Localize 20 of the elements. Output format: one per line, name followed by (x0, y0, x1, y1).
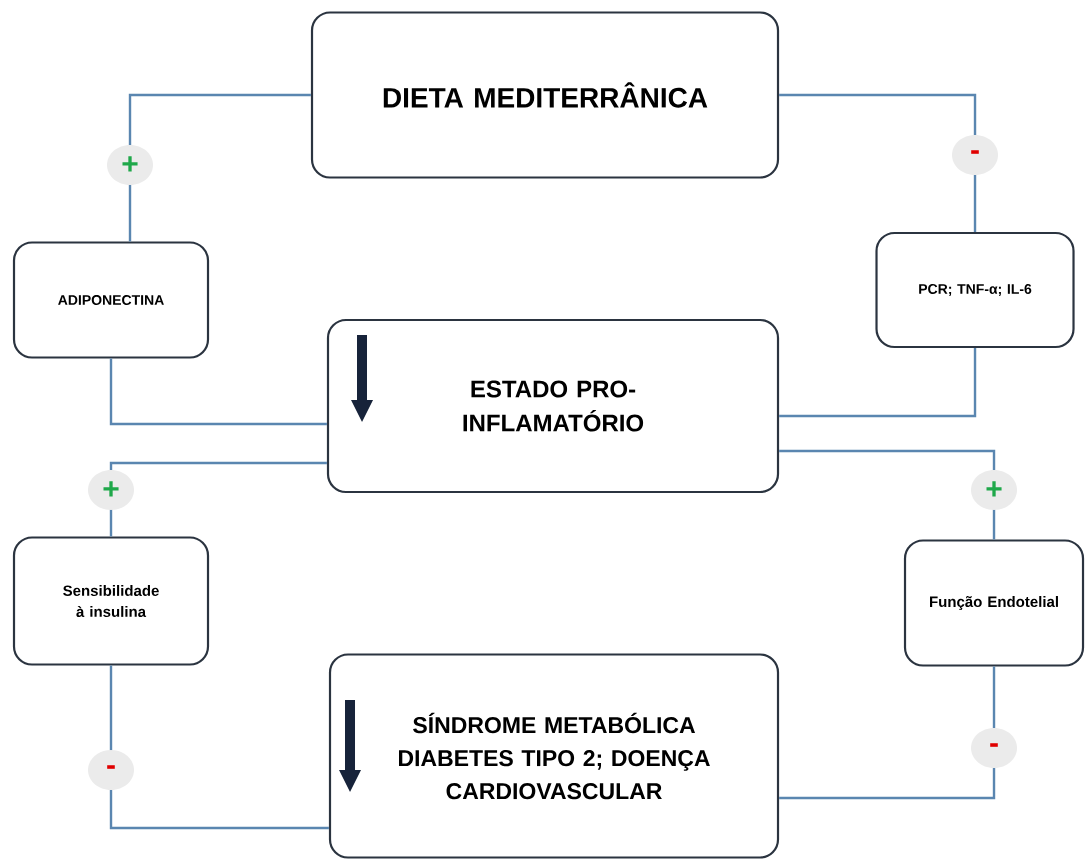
connector-line (779, 666, 996, 800)
rounded-box: SÍNDROME METABÓLICA DIABETES TIPO 2; DOENÇA CARDIOVASCULAR (328, 653, 780, 859)
edge-label: + (107, 145, 153, 185)
edge-label: + (971, 470, 1017, 510)
rounded-box: Função Endotelial (903, 539, 1085, 667)
edge-label: - (88, 750, 134, 790)
edge-label: + (88, 470, 134, 510)
rounded-box: ESTADO PRO-INFLAMATÓRIO (326, 318, 780, 494)
rounded-box: ADIPONECTINA (12, 241, 210, 359)
edge-label: - (971, 728, 1017, 768)
connector-line (128, 93, 311, 242)
connector-line (109, 358, 327, 426)
rounded-box: Sensibilidade à insulina (12, 536, 210, 666)
connector-line (779, 449, 996, 540)
connector-line (779, 348, 977, 418)
connector-line (779, 93, 977, 232)
rounded-box: PCR; TNF-α; IL-6 (875, 231, 1075, 349)
rounded-box: DIETA MEDITERRÂNICA (310, 11, 780, 179)
connector-line (109, 665, 329, 830)
edge-label: - (952, 135, 998, 175)
